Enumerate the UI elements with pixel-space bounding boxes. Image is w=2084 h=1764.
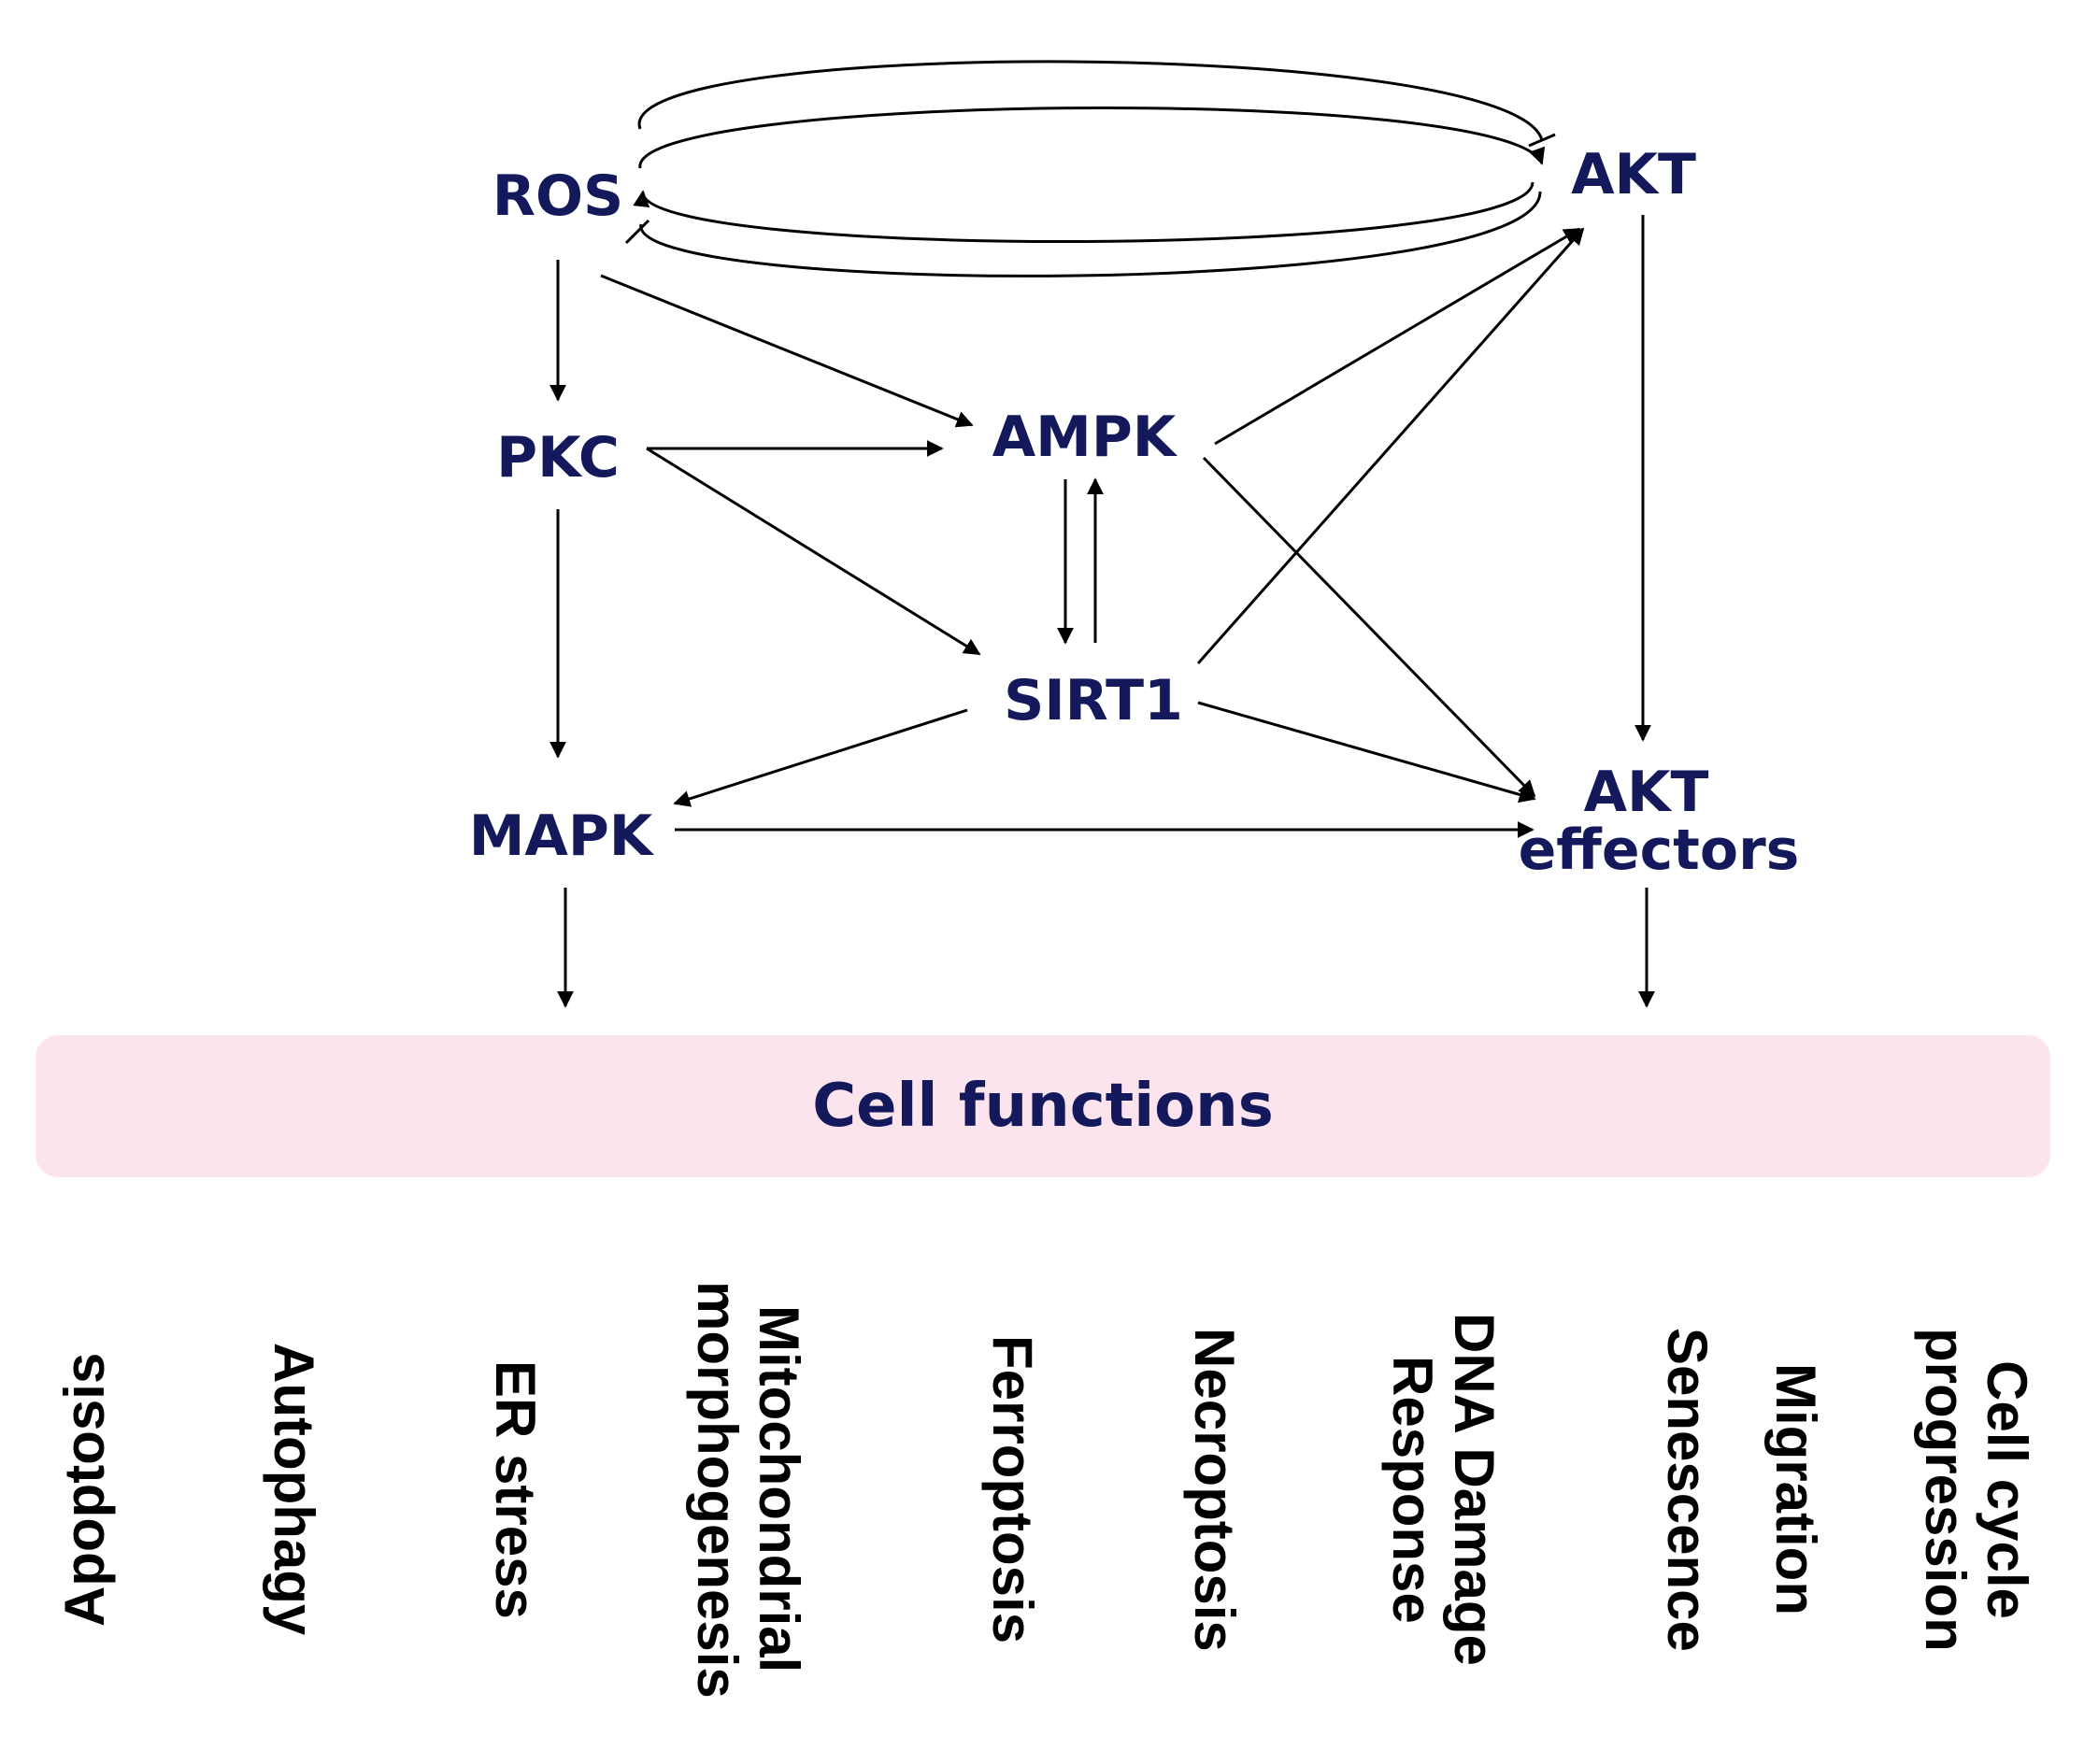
function-dna-damage-response: DNA Damage Response: [1370, 1215, 1506, 1764]
function-label: progression: [1914, 1327, 1977, 1652]
node-pkc: PKC: [496, 425, 620, 491]
function-senescence: Senescence: [1649, 1215, 1719, 1764]
edge-ampk-akt: [1214, 227, 1581, 446]
edge-ros-ampk: [600, 274, 974, 428]
function-mitochondrial-morphogenesis: Mitochondrial morphogenesis: [675, 1215, 810, 1764]
inhibition-bar-akt: [1528, 133, 1556, 148]
function-label: Ferroptosis: [981, 1334, 1044, 1644]
loop-akt-activates-ros: [633, 181, 1534, 244]
function-label: DNA Damage: [1443, 1313, 1506, 1666]
node-sirt1: SIRT1: [1004, 668, 1183, 733]
cell-functions-title: Cell functions: [812, 1072, 1274, 1141]
function-er-stress: ER stress: [477, 1215, 547, 1764]
function-label: Migration: [1764, 1363, 1827, 1615]
function-necroptosis: Necroptosis: [1176, 1215, 1246, 1764]
edge-pkc-sirt1: [646, 447, 981, 656]
cell-function-list: Apoptosis Autophagy ER stress Mitochondr…: [0, 1215, 2084, 1764]
function-label: Cell cycle: [1976, 1359, 2038, 1619]
node-akt: AKT: [1571, 142, 1696, 207]
function-ferroptosis: Ferroptosis: [974, 1215, 1044, 1764]
node-mapk: MAPK: [469, 804, 655, 869]
node-akt-effectors: AKT effectors: [1519, 760, 1800, 883]
akt-effectors-line-2: effectors: [1519, 818, 1800, 883]
function-cell-cycle-progression: Cell cycle progression: [1903, 1215, 2038, 1764]
function-migration: Migration: [1757, 1215, 1827, 1764]
function-label: Response: [1381, 1355, 1444, 1624]
akt-effectors-line-1: AKT: [1584, 760, 1709, 825]
edge-sirt1-akt-effectors: [1197, 701, 1536, 804]
function-label: morphogenesis: [686, 1280, 749, 1699]
node-ampk: AMPK: [992, 405, 1178, 470]
cell-functions-banner: Cell functions: [36, 1035, 2050, 1177]
node-ros: ROS: [492, 164, 623, 229]
function-label: Necroptosis: [1183, 1327, 1246, 1652]
loop-ros-activates-akt: [638, 107, 1545, 169]
function-autophagy: Autophagy: [255, 1215, 325, 1764]
function-label: Apoptosis: [53, 1352, 116, 1627]
inhibition-bar-ros: [624, 219, 650, 245]
loop-ros-inhibits-akt: [637, 60, 1544, 141]
function-label: Senescence: [1656, 1327, 1719, 1652]
function-label: ER stress: [484, 1359, 547, 1619]
edge-ampk-akt-effectors: [1202, 456, 1536, 798]
edge-sirt1-mapk: [673, 708, 968, 807]
function-label: Autophagy: [263, 1343, 325, 1636]
edge-sirt1-akt: [1196, 227, 1585, 664]
loop-akt-inhibits-ros: [639, 191, 1542, 277]
function-label: Mitochondrial: [748, 1305, 810, 1673]
function-apoptosis: Apoptosis: [53, 1215, 123, 1764]
